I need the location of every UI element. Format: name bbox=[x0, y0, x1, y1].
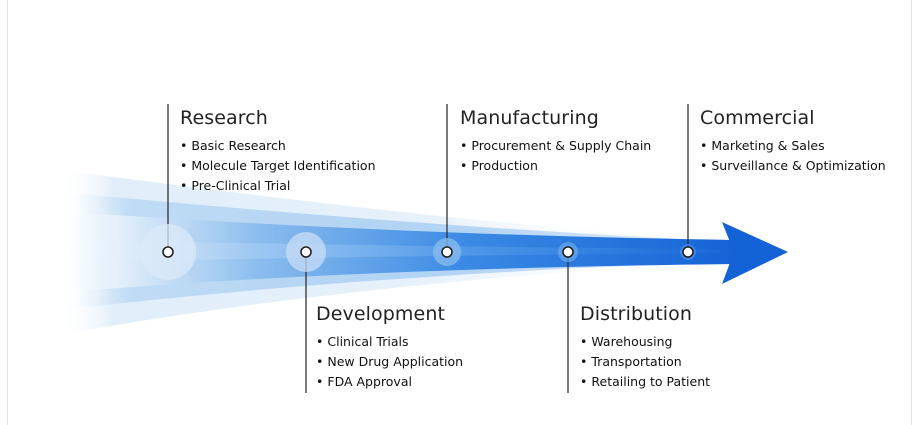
list-item: Molecule Target Identification bbox=[180, 156, 440, 176]
list-item: Pre-Clinical Trial bbox=[180, 176, 440, 196]
stage-research: Research Basic Research Molecule Target … bbox=[180, 107, 440, 196]
stage-title: Distribution bbox=[580, 303, 693, 325]
stage-item-list: Clinical Trials New Drug Application FDA… bbox=[316, 332, 576, 392]
list-item: FDA Approval bbox=[316, 372, 576, 392]
stage-title: Development bbox=[316, 303, 446, 325]
stage-title: Commercial bbox=[700, 107, 815, 129]
development-marker bbox=[286, 232, 326, 272]
research-marker bbox=[140, 224, 196, 280]
stage-title: Manufacturing bbox=[460, 107, 599, 129]
diagram-frame bbox=[7, 0, 912, 425]
arrow-highlight bbox=[80, 240, 720, 262]
list-item: Clinical Trials bbox=[316, 332, 576, 352]
stage-title: Research bbox=[180, 107, 268, 129]
stage-development: Development Clinical Trials New Drug App… bbox=[316, 303, 576, 392]
distribution-marker bbox=[558, 242, 578, 262]
list-item: Marketing & Sales bbox=[700, 136, 905, 156]
stage-item-list: Marketing & Sales Surveillance & Optimiz… bbox=[700, 136, 905, 176]
stage-item-list: Basic Research Molecule Target Identific… bbox=[180, 136, 440, 196]
manufacturing-marker bbox=[433, 238, 461, 266]
list-item: Basic Research bbox=[180, 136, 440, 156]
list-item: Retailing to Patient bbox=[580, 372, 840, 392]
list-item: Production bbox=[460, 156, 720, 176]
list-item: Warehousing bbox=[580, 332, 840, 352]
commercial-marker bbox=[680, 244, 696, 260]
list-item: New Drug Application bbox=[316, 352, 576, 372]
stage-distribution: Distribution Warehousing Transportation … bbox=[580, 303, 840, 392]
stage-item-list: Procurement & Supply Chain Production bbox=[460, 136, 720, 176]
stage-commercial: Commercial Marketing & Sales Surveillanc… bbox=[700, 107, 905, 176]
stage-item-list: Warehousing Transportation Retailing to … bbox=[580, 332, 840, 392]
list-item: Surveillance & Optimization bbox=[700, 156, 905, 176]
list-item: Procurement & Supply Chain bbox=[460, 136, 720, 156]
stage-manufacturing: Manufacturing Procurement & Supply Chain… bbox=[460, 107, 720, 176]
list-item: Transportation bbox=[580, 352, 840, 372]
arrow-head bbox=[722, 222, 788, 284]
